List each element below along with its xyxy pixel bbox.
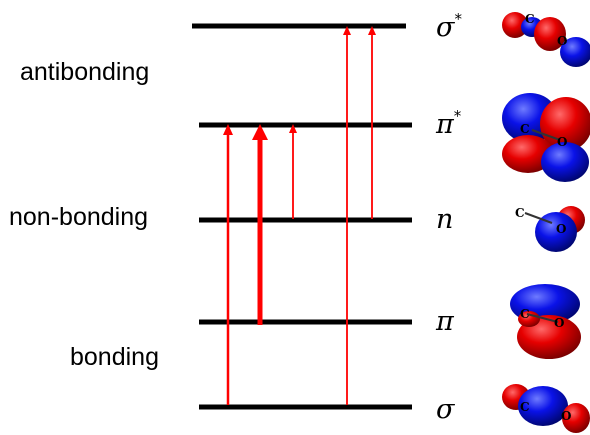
pi-orbital-image: C O [510, 284, 581, 359]
svg-text:O: O [561, 409, 571, 423]
nonbonding-label: non-bonding [9, 203, 148, 231]
sigma-orbital-image: C O [502, 384, 590, 433]
transition-pi-to-pi-star-arrow [252, 124, 268, 325]
svg-text:C: C [515, 206, 525, 220]
svg-text:O: O [557, 34, 567, 48]
svg-text:O: O [556, 222, 566, 236]
sigma-star-symbol: σ* [436, 10, 462, 43]
svg-text:O: O [557, 135, 567, 149]
svg-text:O: O [554, 316, 564, 330]
transition-sigma-to-sigma-star-arrow [343, 26, 351, 405]
transition-n-to-pi-star-arrow [289, 124, 297, 219]
pi-star-symbol: π* [435, 107, 462, 140]
sigma-star-orbital-image: C O [502, 12, 590, 67]
antibonding-label: antibonding [20, 58, 149, 86]
transition-sigma-to-pi-star-arrow [223, 124, 233, 405]
n-orbital-image: C O [515, 206, 585, 252]
pi-star-orbital-image: C O [502, 93, 590, 182]
pi-symbol: π [435, 306, 455, 337]
svg-text:C: C [520, 307, 530, 321]
svg-text:C: C [525, 12, 535, 26]
svg-text:C: C [520, 122, 530, 136]
svg-text:C: C [520, 400, 530, 414]
bonding-label: bonding [70, 343, 159, 371]
n-symbol: n [436, 204, 453, 235]
sigma-symbol: σ [436, 394, 456, 425]
transition-n-to-sigma-star-arrow [368, 26, 376, 219]
